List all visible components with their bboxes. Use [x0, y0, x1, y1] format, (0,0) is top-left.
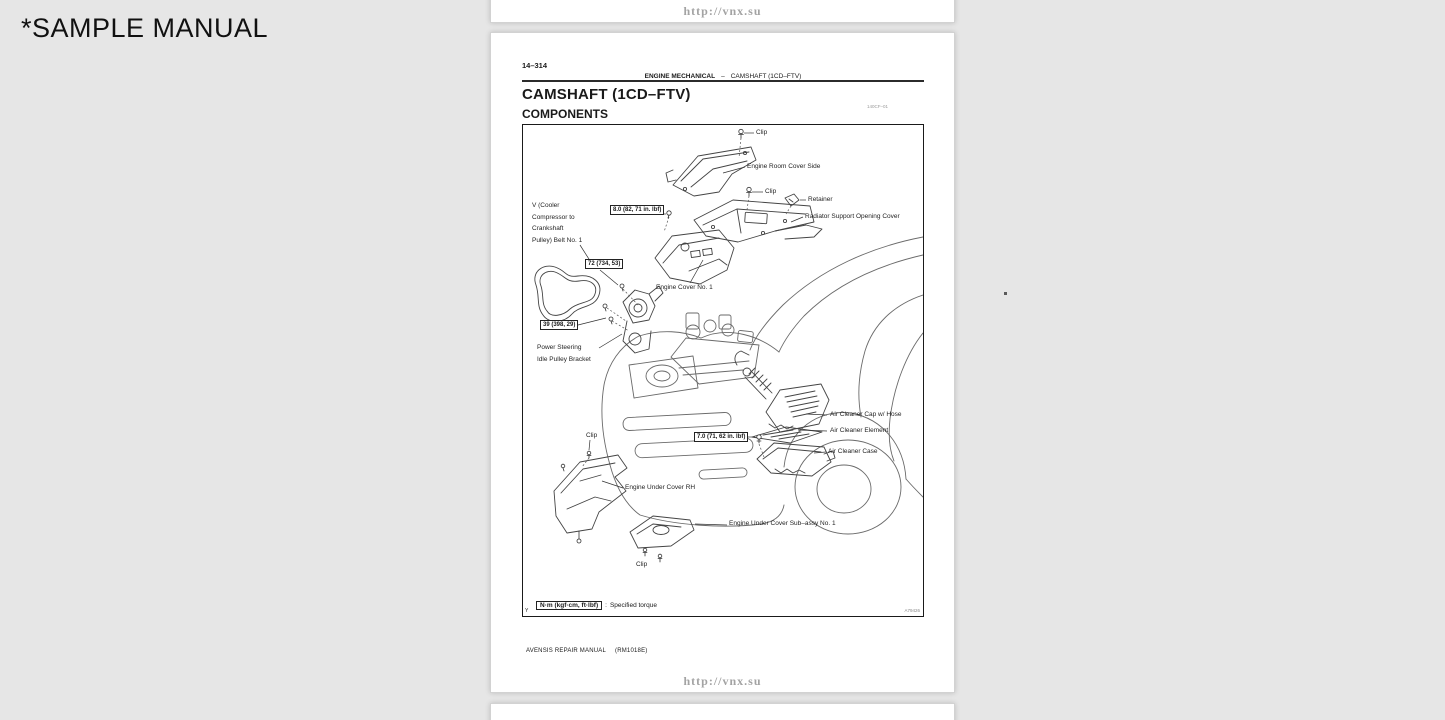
exploded-diagram-art [534, 128, 923, 563]
label-engine-cover-no1: Engine Cover No. 1 [656, 284, 713, 291]
watermark-url: http://vnx.su [683, 674, 762, 688]
torque-spec-7-0: 7.0 (71, 62 in. lbf) [694, 432, 749, 442]
torque-spec-72: 72 (734, 53) [585, 259, 624, 269]
figure-code: A79426 [904, 608, 920, 613]
torque-unit-box: N·m (kgf·cm, ft·lbf) [536, 601, 603, 610]
figure-corner-marker: Y [525, 608, 529, 614]
label-air-cleaner-cap: Air Cleaner Cap w/ Hose [830, 411, 902, 418]
running-header: ENGINE MECHANICAL–CAMSHAFT (1CD–FTV) [522, 73, 924, 80]
header-rule [522, 80, 924, 82]
previous-page-partial: http://vnx.su [490, 0, 955, 23]
page-footer: AVENSIS REPAIR MANUAL (RM1018E) [526, 648, 647, 654]
speck-artifact [1004, 292, 1007, 295]
legend-separator: : [605, 602, 607, 609]
label-radiator-support-opening-cover: Radiator Support Opening Cover [805, 213, 900, 220]
label-air-cleaner-element: Air Cleaner Element [830, 427, 889, 434]
sample-manual-overlay: *SAMPLE MANUAL [21, 13, 269, 43]
running-header-topic: CAMSHAFT (1CD–FTV) [730, 73, 802, 80]
page-subtitle: COMPONENTS [522, 107, 609, 121]
running-header-section: ENGINE MECHANICAL [644, 73, 716, 80]
page-number: 14–314 [522, 61, 548, 70]
label-v-belt: V (Cooler Compressor to Crankshaft Pulle… [532, 202, 583, 244]
running-header-separator: – [721, 73, 725, 80]
label-clip-top: Clip [756, 129, 768, 136]
torque-legend: N·m (kgf·cm, ft·lbf) : Specified torque [536, 601, 657, 610]
next-page-partial [490, 703, 955, 720]
watermark-url: http://vnx.su [683, 4, 762, 18]
torque-spec-39: 39 (398, 29) [540, 320, 579, 330]
label-clip-bottom: Clip [636, 561, 648, 568]
label-clip-3: Clip [586, 432, 598, 439]
label-engine-room-cover-side: Engine Room Cover Side [747, 163, 821, 170]
doc-revision-code: 140CF–01 [867, 104, 889, 109]
label-engine-under-cover-rh: Engine Under Cover RH [625, 484, 696, 491]
label-air-cleaner-case: Air Cleaner Case [828, 448, 878, 455]
footer-manual-code: (RM1018E) [615, 648, 648, 654]
legend-description: Specified torque [609, 602, 657, 609]
torque-spec-8-0: 8.0 (82, 71 in. lbf) [610, 205, 665, 215]
components-figure: Clip Engine Room Cover Side Clip Retaine… [522, 124, 924, 617]
label-clip-2: Clip [765, 188, 777, 195]
footer-manual-name: AVENSIS REPAIR MANUAL [526, 648, 606, 654]
label-engine-under-cover-subassy: Engine Under Cover Sub–assy No. 1 [729, 520, 836, 527]
label-power-steering-idle-pulley-bracket: Power Steering Idle Pulley Bracket [537, 344, 591, 363]
page-title: CAMSHAFT (1CD–FTV) [522, 86, 691, 103]
manual-page: 14–314 ENGINE MECHANICAL–CAMSHAFT (1CD–F… [490, 32, 955, 693]
label-retainer: Retainer [808, 196, 833, 203]
